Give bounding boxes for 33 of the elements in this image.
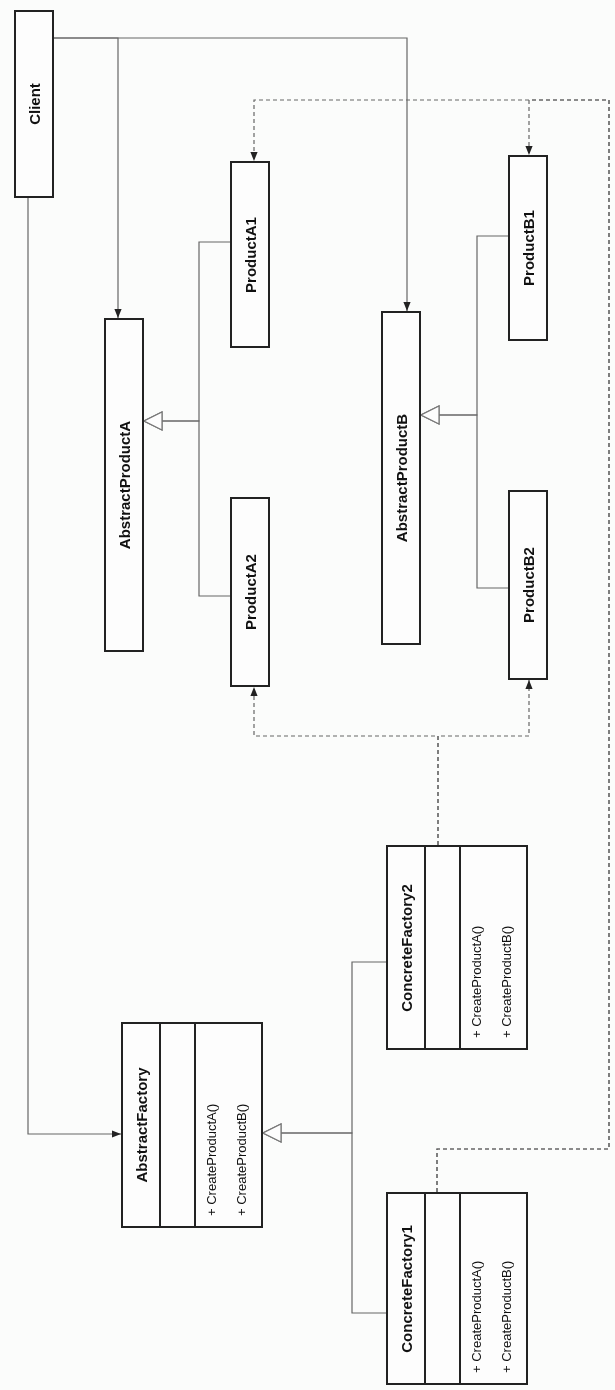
class-name: ConcreteFactory1 bbox=[398, 1224, 414, 1353]
class-name: ConcreteFactory2 bbox=[398, 883, 414, 1012]
method-text: + CreateProductB() bbox=[234, 1103, 248, 1216]
method-text: + CreateProductB() bbox=[499, 1260, 513, 1373]
class-name: Client bbox=[26, 83, 42, 125]
association-arrow bbox=[27, 197, 122, 1138]
inheritance-arrow bbox=[420, 405, 509, 589]
class-name: ProductA1 bbox=[242, 216, 258, 293]
class-box bbox=[386, 845, 528, 1050]
class-box bbox=[508, 490, 548, 680]
dependency-arrow bbox=[436, 99, 610, 1193]
class-box bbox=[508, 155, 548, 341]
class-box bbox=[230, 497, 270, 687]
class-box bbox=[104, 318, 144, 652]
class-name: ProductB2 bbox=[520, 547, 536, 623]
class-name: ProductB1 bbox=[520, 210, 536, 286]
class-name: ProductA2 bbox=[242, 554, 258, 630]
class-name: AbstractProductA bbox=[116, 420, 132, 550]
class-box bbox=[381, 311, 421, 645]
method-text: + CreateProductA() bbox=[204, 1103, 218, 1216]
method-text: + CreateProductA() bbox=[469, 925, 483, 1038]
association-arrow bbox=[53, 37, 411, 312]
inheritance-arrow bbox=[143, 411, 231, 597]
dependency-arrow bbox=[437, 679, 533, 846]
class-box bbox=[230, 161, 270, 348]
class-box bbox=[386, 1192, 528, 1385]
method-text: + CreateProductB() bbox=[499, 925, 513, 1038]
class-name: AbstractProductB bbox=[393, 413, 409, 543]
inheritance-arrow bbox=[262, 1123, 387, 1314]
class-name: AbstractFactory bbox=[133, 1067, 149, 1183]
class-box bbox=[14, 10, 54, 198]
class-box bbox=[121, 1022, 263, 1228]
method-text: + CreateProductA() bbox=[469, 1260, 483, 1373]
